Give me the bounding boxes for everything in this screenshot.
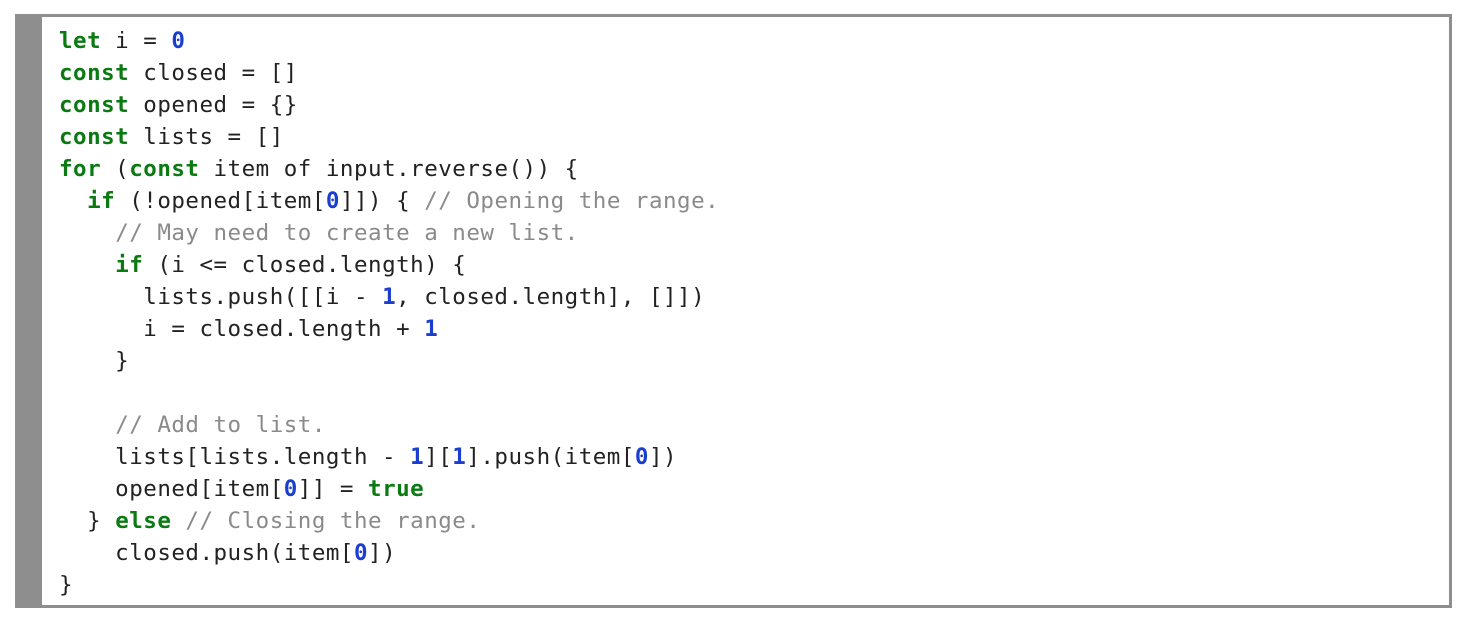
code-text: opened = {} xyxy=(129,92,298,118)
code-number: 0 xyxy=(325,188,340,214)
code-number: 1 xyxy=(410,444,425,470)
code-comment: // May need to create a new list. xyxy=(115,220,579,246)
code-text: (i <= closed.length) { xyxy=(143,252,467,278)
code-line: ​ xyxy=(59,377,719,409)
code-line: lists[lists.length - 1][1].push(item[0]) xyxy=(59,441,719,473)
code-number: 1 xyxy=(424,316,439,342)
code-text: ]) xyxy=(648,444,678,470)
code-keyword: else xyxy=(115,508,172,534)
code-line: // Add to list. xyxy=(59,409,719,441)
code-text: ]] = xyxy=(297,476,369,502)
code-number: 1 xyxy=(382,284,397,310)
code-number: 0 xyxy=(283,476,298,502)
code-text xyxy=(59,220,115,246)
code-text: closed = [] xyxy=(129,60,298,86)
code-text: lists.push([[i - xyxy=(59,284,383,310)
code-keyword: true xyxy=(368,476,425,502)
code-line: } else // Closing the range. xyxy=(59,505,719,537)
code-text: ( xyxy=(101,156,130,182)
code-keyword: const xyxy=(59,60,130,86)
code-number: 0 xyxy=(171,28,186,54)
code-line: // May need to create a new list. xyxy=(59,217,719,249)
code-text xyxy=(171,508,185,534)
code-text: opened[item[ xyxy=(59,476,284,502)
code-line: opened[item[0]] = true xyxy=(59,473,719,505)
code-line: const lists = [] xyxy=(59,121,719,153)
code-text: ].push(item[ xyxy=(466,444,635,470)
code-number: 1 xyxy=(452,444,467,470)
code-line: } xyxy=(59,569,719,601)
code-line: closed.push(item[0]) xyxy=(59,537,719,569)
code-number: 0 xyxy=(353,540,369,566)
code-line: i = closed.length + 1 xyxy=(59,313,719,345)
code-text: item of input.reverse()) { xyxy=(199,156,579,182)
code-text: ]) xyxy=(368,540,397,566)
code-text: i = closed.length + xyxy=(59,316,425,342)
code-keyword: const xyxy=(59,92,130,118)
code-comment: // Closing the range. xyxy=(185,508,481,534)
code-line: let i = 0 xyxy=(59,25,719,57)
code-line: const opened = {} xyxy=(59,89,719,121)
code-keyword: if xyxy=(115,252,144,278)
code-text: (!opened[item[ xyxy=(115,188,326,214)
code-text: , closed.length], []]) xyxy=(396,284,706,310)
code-text: } xyxy=(59,572,74,598)
code-line: if (i <= closed.length) { xyxy=(59,249,719,281)
code-text: closed.push(item[ xyxy=(59,540,354,566)
code-line: } xyxy=(59,345,719,377)
code-text: lists[lists.length - xyxy=(59,444,411,470)
code-text: } xyxy=(59,348,130,374)
code-keyword: for xyxy=(59,156,102,182)
code-keyword: let xyxy=(59,28,102,54)
code-line: for (const item of input.reverse()) { xyxy=(59,153,719,185)
code-number: 0 xyxy=(634,444,649,470)
code-text xyxy=(59,252,115,278)
code-text xyxy=(59,412,115,438)
code-line: const closed = [] xyxy=(59,57,719,89)
code-line: if (!opened[item[0]]) { // Opening the r… xyxy=(59,185,719,217)
code-keyword: if xyxy=(87,188,116,214)
code-comment: // Add to list. xyxy=(115,412,326,438)
code-line: lists.push([[i - 1, closed.length], []]) xyxy=(59,281,719,313)
code-text: i = xyxy=(101,28,172,54)
code-comment: // Opening the range. xyxy=(424,188,720,214)
code-text: ]]) { xyxy=(339,188,425,214)
code-text: lists = [] xyxy=(129,124,284,150)
code-text xyxy=(59,188,87,214)
code-keyword: const xyxy=(59,124,130,150)
code-text: ][ xyxy=(424,444,453,470)
code-keyword: const xyxy=(129,156,200,182)
code-text: } xyxy=(59,508,116,534)
